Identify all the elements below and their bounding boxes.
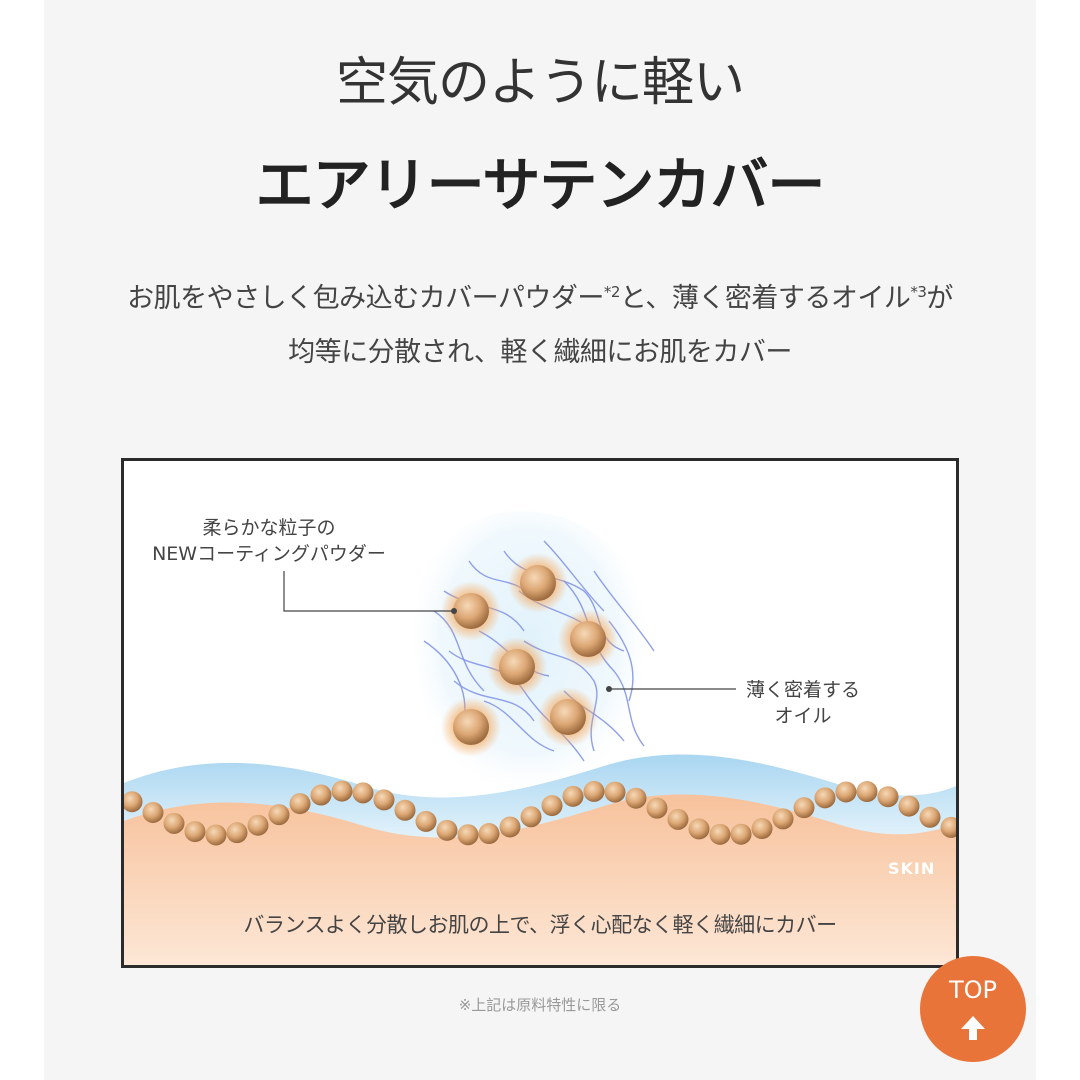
skin-cell xyxy=(835,781,857,803)
powder-particle xyxy=(453,593,489,629)
footnote-mark-3: *3 xyxy=(910,283,927,301)
ingredient-diagram: 柔らかな粒子の NEWコーティングパウダー 薄く密着する オイル SKIN バラ… xyxy=(121,458,959,968)
label-oil-line-2: オイル xyxy=(774,705,832,727)
skin-cell xyxy=(124,791,143,813)
skin-cell xyxy=(751,818,773,840)
skin-cell xyxy=(289,793,311,815)
label-coating-powder: 柔らかな粒子の NEWコーティングパウダー xyxy=(124,515,414,567)
description-line-2: 均等に分散され、軽く繊細にお肌をカバー xyxy=(288,337,792,368)
powder-particle xyxy=(570,621,606,657)
scroll-to-top-button[interactable]: TOP xyxy=(920,956,1026,1062)
skin-cell xyxy=(415,810,437,832)
skin-cell xyxy=(247,814,269,836)
skin-cell xyxy=(688,818,710,840)
skin-cell xyxy=(730,823,752,845)
skin-cell xyxy=(793,797,815,819)
top-button-label: TOP xyxy=(948,976,998,1004)
skin-cell xyxy=(583,780,605,802)
skin-cell xyxy=(268,804,290,826)
skin-cell xyxy=(520,806,542,828)
skin-cell xyxy=(919,806,941,828)
skin-cell xyxy=(814,787,836,809)
skin-cell xyxy=(772,808,794,830)
footnote-mark-2: *2 xyxy=(603,283,621,301)
skin-cell xyxy=(226,822,248,844)
skin-cell-row xyxy=(124,780,956,846)
description-line-1: お肌をやさしく包み込むカバーパウダー*2と、薄く密着するオイル*3が xyxy=(0,276,1080,315)
skin-cell xyxy=(940,816,956,838)
label-powder-line-2: NEWコーティングパウダー xyxy=(152,543,386,565)
label-oil: 薄く密着する オイル xyxy=(728,677,878,729)
skin-cell xyxy=(457,824,479,846)
powder-particles xyxy=(441,553,618,757)
label-oil-line-1: 薄く密着する xyxy=(745,679,860,701)
skin-cell xyxy=(352,782,374,804)
skin-cell xyxy=(331,780,353,802)
skin-cell xyxy=(310,784,332,806)
leader-dot-oil xyxy=(606,686,612,692)
skin-cell xyxy=(142,801,164,823)
skin-cell xyxy=(604,781,626,803)
heading-bold: エアリーサテンカバー xyxy=(255,151,826,219)
arrow-up-icon xyxy=(961,1016,985,1040)
leader-dot-powder xyxy=(451,608,457,614)
skin-cell xyxy=(667,808,689,830)
powder-particle xyxy=(453,709,489,745)
skin-cell xyxy=(625,787,647,809)
skin-cell xyxy=(436,819,458,841)
diagram-caption: バランスよく分散しお肌の上で、浮く心配なく軽く繊細にカバー xyxy=(243,913,837,937)
skin-cell xyxy=(499,816,521,838)
description-text-c: が xyxy=(926,283,953,314)
label-powder-line-1: 柔らかな粒子の xyxy=(202,517,336,539)
skin-cell xyxy=(856,781,878,803)
skin-cell xyxy=(394,799,416,821)
heading-light: 空気のように軽い xyxy=(335,53,745,113)
skin-cell xyxy=(562,785,584,807)
powder-particle xyxy=(550,699,586,735)
powder-particle xyxy=(520,565,556,601)
skin-cell xyxy=(373,789,395,811)
description-text-a: お肌をやさしく包み込むカバーパウダー xyxy=(127,283,604,314)
skin-cell xyxy=(478,823,500,845)
skin-cell xyxy=(163,812,185,834)
label-skin: SKIN xyxy=(888,859,936,878)
skin-cell xyxy=(877,786,899,808)
skin-cell xyxy=(709,823,731,845)
diagram-illustration xyxy=(124,511,956,965)
skin-cell xyxy=(205,824,227,846)
skin-cell xyxy=(541,795,563,817)
footnote: ※上記は原料特性に限る xyxy=(458,996,622,1014)
powder-particle xyxy=(499,649,535,685)
skin-cell xyxy=(898,795,920,817)
leader-lines xyxy=(283,571,736,690)
skin-cell xyxy=(646,797,668,819)
skin-cell xyxy=(184,821,206,843)
description-text-b: と、薄く密着するオイル xyxy=(619,283,911,314)
